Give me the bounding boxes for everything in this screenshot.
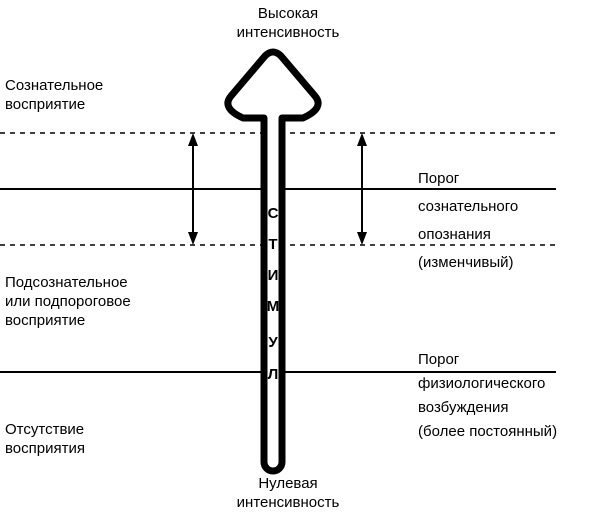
high-intensity-label: Высокая интенсивность	[218, 4, 358, 42]
absence-line-2: восприятия	[5, 440, 85, 457]
right-variability-arrow	[357, 133, 367, 245]
stimulus-arrow	[224, 48, 322, 475]
zero-intensity-line-1: Нулевая	[258, 475, 318, 492]
zero-intensity-line-2: интенсивность	[236, 494, 340, 511]
physiological-threshold-line-4: (более постоянный)	[418, 423, 558, 440]
left-variability-arrow	[188, 133, 198, 245]
absence-of-perception-label: Отсутствие восприятия	[5, 420, 85, 458]
conscious-threshold-label: Порог сознательного опознания (изменчивы…	[418, 165, 518, 277]
subconscious-line-3: восприятие	[5, 312, 86, 329]
conscious-threshold-line-4: (изменчивый)	[418, 254, 514, 271]
stimulus-letter-2: Т	[268, 236, 278, 253]
subconscious-perception-label: Подсознательное или подпороговое восприя…	[5, 273, 131, 330]
high-intensity-line-2: интенсивность	[236, 24, 340, 41]
conscious-threshold-line-3: опознания	[418, 226, 491, 243]
conscious-line-2: восприятие	[5, 96, 86, 113]
stimulus-letter-5: У	[268, 334, 278, 351]
conscious-perception-label: Сознательное восприятие	[5, 76, 103, 114]
stimulus-letter-6: Л	[267, 366, 279, 383]
stimulus-letter-4: М	[266, 298, 280, 315]
conscious-threshold-line-2: сознательного	[418, 198, 519, 215]
physiological-threshold-label: Порог физиологического возбуждения (боле…	[418, 348, 557, 444]
high-intensity-line-1: Высокая	[257, 5, 319, 22]
stimulus-letter-1: С	[267, 205, 279, 222]
conscious-line-1: Сознательное	[5, 77, 104, 94]
stimulus-letter-3: И	[267, 267, 279, 284]
physiological-threshold-line-3: возбуждения	[418, 399, 509, 416]
subconscious-line-1: Подсознательное	[5, 274, 128, 291]
subconscious-line-2: или подпороговое	[5, 293, 131, 310]
physiological-threshold-line-2: физиологического	[418, 375, 546, 392]
physiological-threshold-line-1: Порог	[418, 351, 460, 368]
absence-line-1: Отсутствие	[5, 421, 85, 438]
conscious-threshold-line-1: Порог	[418, 170, 460, 187]
zero-intensity-label: Нулевая интенсивность	[218, 474, 358, 512]
